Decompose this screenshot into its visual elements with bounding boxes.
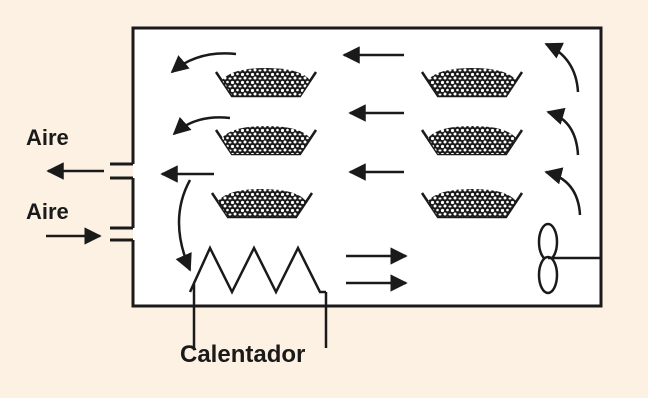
heater-element: [188, 245, 328, 348]
fan-icon: [537, 222, 601, 295]
air-in-label: Aire: [26, 199, 69, 224]
heater-label: Calentador: [180, 341, 306, 368]
air-out-label: Aire: [26, 125, 69, 150]
heater-airflow-arrows: [346, 247, 408, 292]
airflow-arrows-right: [544, 42, 582, 216]
tray-bottom-left: [210, 189, 314, 219]
external-air-arrows: [46, 162, 104, 245]
cabinet-interior: [133, 28, 601, 306]
vent-ducts: [110, 162, 133, 242]
cabinet-outline: [131, 26, 603, 308]
tray-top-right: [420, 68, 524, 98]
drying-trays: [210, 68, 524, 219]
tray-middle-right: [420, 126, 524, 156]
airflow-arrows-middle: [342, 46, 404, 181]
tray-bottom-right: [420, 189, 524, 219]
tray-top-left: [214, 68, 318, 98]
airflow-arrows-left: [160, 52, 237, 272]
tray-middle-left: [214, 126, 318, 156]
